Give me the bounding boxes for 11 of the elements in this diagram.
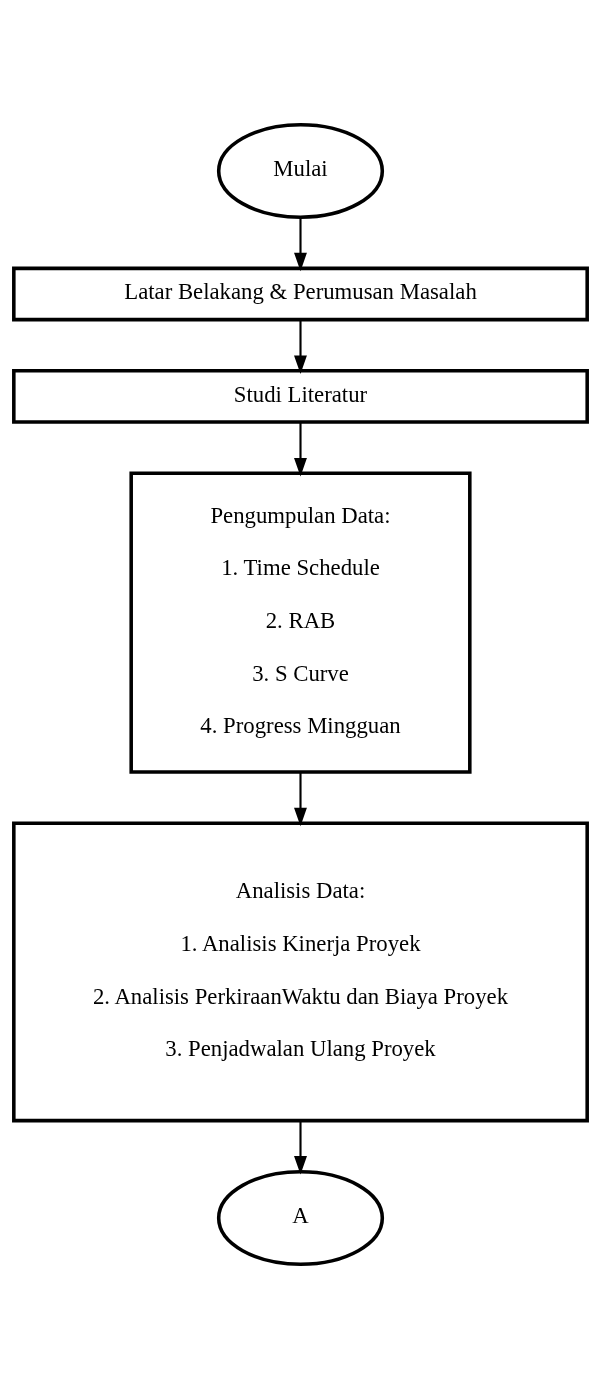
arrow [294, 319, 307, 374]
node-ellipse: A [216, 1169, 385, 1266]
arrow [294, 421, 307, 476]
node-box: Analisis Data: 1. Analisis Kinerja Proyek 2. Analisis PerkiraanWaktu dan Biaya Proyek 3. Penjadwalan Ulang Proyek [12, 821, 589, 1122]
arrow [294, 1120, 307, 1175]
node-box: Pengumpulan Data: 1. Time Schedule 2. RAB 3. S Curve 4. Progress Mingguan [129, 471, 472, 774]
arrow [294, 772, 307, 826]
arrow [294, 217, 307, 271]
node-ellipse: Mulai [216, 122, 385, 219]
node-box: Latar Belakang & Perumusan Masalah [12, 266, 589, 321]
node-box: Studi Literatur [12, 368, 589, 424]
